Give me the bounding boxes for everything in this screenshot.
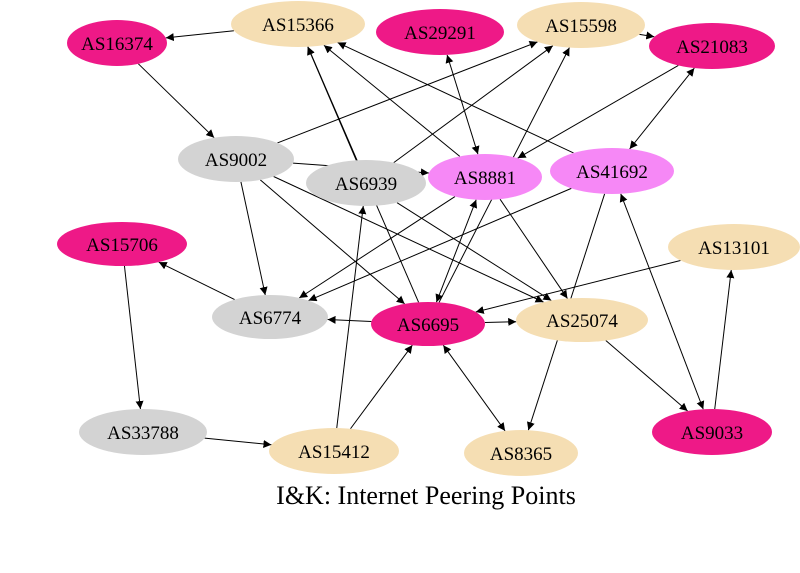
node-ellipse bbox=[212, 295, 328, 339]
node-as15366: AS15366 bbox=[231, 1, 365, 47]
node-ellipse bbox=[550, 148, 674, 194]
edge-as15706-as33788 bbox=[123, 265, 144, 410]
node-label: AS15412 bbox=[298, 442, 370, 463]
node-label: AS25074 bbox=[546, 311, 618, 332]
edge-as8881-as6695 bbox=[435, 199, 478, 303]
node-as9033: AS9033 bbox=[652, 409, 772, 455]
node-label: AS16374 bbox=[81, 34, 153, 55]
edge-as21083-as8881 bbox=[517, 65, 679, 159]
node-label: AS9033 bbox=[681, 423, 743, 444]
edge-as15598-as21083 bbox=[639, 31, 655, 40]
node-ellipse bbox=[464, 430, 578, 476]
edge-as41692-as21083 bbox=[629, 67, 695, 150]
node-label: AS8881 bbox=[454, 168, 516, 189]
edge-as16374-as9002 bbox=[137, 63, 215, 139]
node-as25074: AS25074 bbox=[516, 298, 648, 342]
node-label: AS33788 bbox=[107, 423, 179, 444]
node-label: AS9002 bbox=[205, 150, 267, 171]
node-ellipse bbox=[306, 160, 426, 206]
edge-as15412-as6695 bbox=[350, 344, 413, 430]
edge-as6774-as15706 bbox=[158, 261, 235, 301]
node-as6695: AS6695 bbox=[371, 302, 485, 346]
node-as16374: AS16374 bbox=[67, 20, 167, 66]
node-ellipse bbox=[517, 2, 645, 48]
node-as6774: AS6774 bbox=[212, 295, 328, 339]
node-as9002: AS9002 bbox=[178, 136, 294, 182]
node-as33788: AS33788 bbox=[79, 409, 207, 455]
node-label: AS6774 bbox=[239, 308, 302, 329]
node-label: AS13101 bbox=[698, 238, 770, 259]
diagram-caption: I&K: Internet Peering Points bbox=[276, 481, 576, 510]
node-label: AS15598 bbox=[545, 16, 617, 37]
node-as15598: AS15598 bbox=[517, 2, 645, 48]
edge-as41692-as15366 bbox=[337, 42, 574, 154]
edge-as25074-as9033 bbox=[605, 340, 688, 412]
node-ellipse bbox=[79, 409, 207, 455]
node-label: AS15366 bbox=[262, 15, 334, 36]
edge-as8881-as6774 bbox=[298, 196, 456, 299]
edges-layer bbox=[123, 30, 735, 448]
edge-as9002-as6774 bbox=[240, 181, 268, 296]
node-ellipse bbox=[67, 20, 167, 66]
node-ellipse bbox=[376, 9, 504, 55]
node-as13101: AS13101 bbox=[668, 224, 800, 270]
node-ellipse bbox=[516, 298, 648, 342]
node-label: AS21083 bbox=[676, 37, 748, 58]
edge-as9002-as15598 bbox=[277, 41, 538, 144]
node-ellipse bbox=[371, 302, 485, 346]
edge-as6695-as25074 bbox=[484, 317, 517, 326]
node-label: AS8365 bbox=[490, 444, 552, 465]
node-ellipse bbox=[57, 222, 187, 266]
node-ellipse bbox=[231, 1, 365, 47]
node-as41692: AS41692 bbox=[550, 148, 674, 194]
edge-as33788-as15412 bbox=[204, 437, 272, 448]
edge-as8881-as15366 bbox=[323, 44, 461, 157]
node-as15412: AS15412 bbox=[269, 428, 399, 474]
edge-as15412-as6939 bbox=[336, 205, 367, 429]
node-as15706: AS15706 bbox=[57, 222, 187, 266]
node-label: AS6695 bbox=[397, 315, 459, 336]
edge-as9002-as25074 bbox=[273, 176, 544, 303]
node-ellipse bbox=[428, 154, 542, 200]
node-as8365: AS8365 bbox=[464, 430, 578, 476]
node-label: AS29291 bbox=[404, 23, 476, 44]
node-label: AS6939 bbox=[335, 174, 397, 195]
edge-as9033-as13101 bbox=[714, 269, 735, 410]
edge-as6939-as15598 bbox=[393, 45, 554, 164]
edge-as8365-as6695 bbox=[442, 344, 506, 432]
edge-as6939-as25074 bbox=[396, 202, 552, 301]
node-ellipse bbox=[178, 136, 294, 182]
node-ellipse bbox=[668, 224, 800, 270]
node-as6939: AS6939 bbox=[306, 160, 426, 206]
edge-as8881-as29291 bbox=[445, 54, 480, 155]
node-label: AS15706 bbox=[86, 235, 158, 256]
node-label: AS41692 bbox=[576, 162, 648, 183]
edge-as41692-as6774 bbox=[308, 187, 572, 302]
node-ellipse bbox=[652, 409, 772, 455]
edge-as8881-as25074 bbox=[499, 198, 568, 299]
edge-as9002-as6695 bbox=[259, 179, 405, 305]
edge-as15366-as16374 bbox=[165, 30, 234, 42]
edge-as9033-as41692 bbox=[619, 193, 705, 410]
node-as21083: AS21083 bbox=[649, 23, 775, 69]
node-ellipse bbox=[649, 23, 775, 69]
node-ellipse bbox=[269, 428, 399, 474]
node-as29291: AS29291 bbox=[376, 9, 504, 55]
node-as8881: AS8881 bbox=[428, 154, 542, 200]
